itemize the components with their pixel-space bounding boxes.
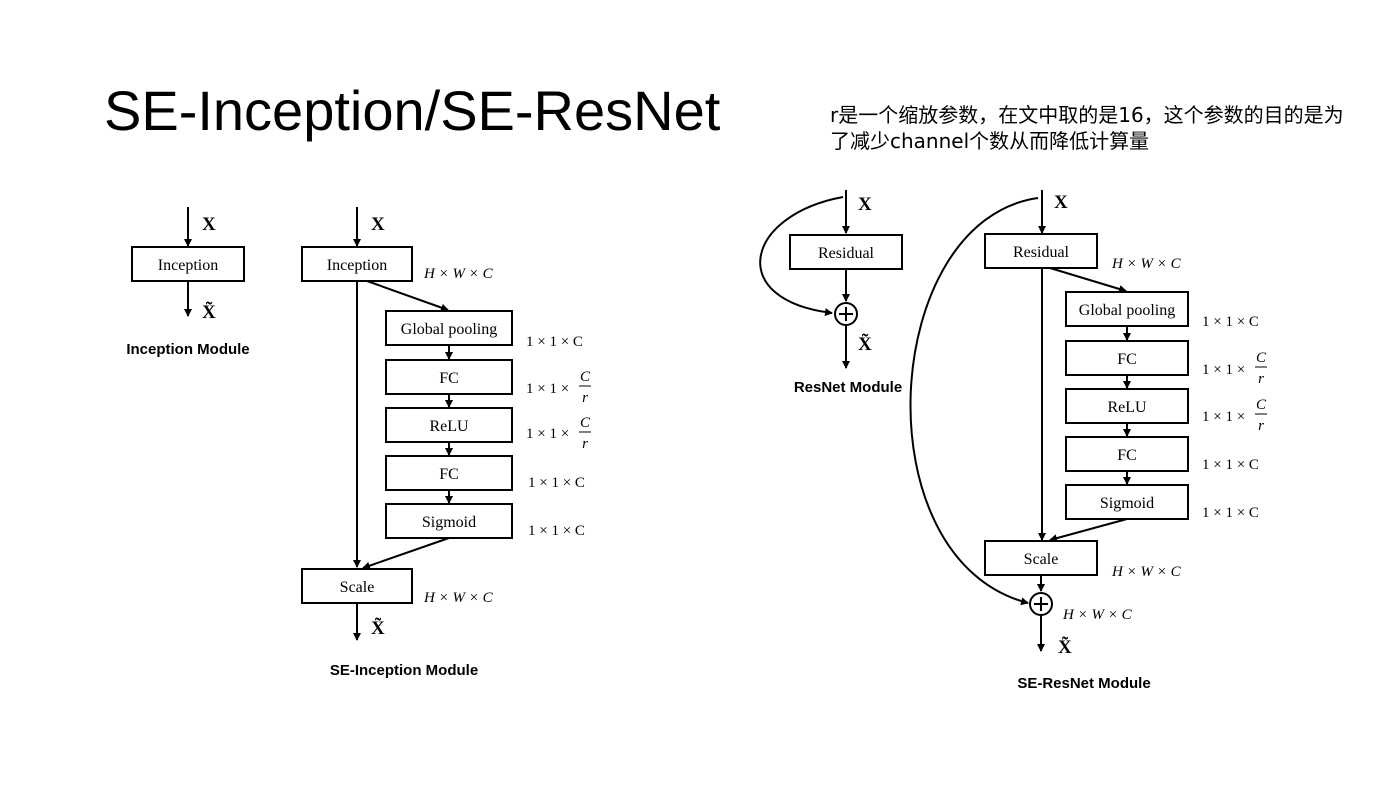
dim-prefix: 1 × 1 × <box>526 381 569 397</box>
fc-label: FC <box>1117 351 1137 368</box>
output-symbol: X̃ <box>202 302 216 323</box>
se-inception-module: X Inception H × W × C Global pooling 1 ×… <box>301 207 591 679</box>
dim-1x1xc: 1 × 1 × C <box>526 334 583 350</box>
global-pooling-box <box>385 310 513 346</box>
dim-hwc: H × W × C <box>1111 564 1182 580</box>
residual-label: Residual <box>818 245 875 262</box>
skip-connection <box>759 196 844 317</box>
residual-label: Residual <box>1013 244 1070 261</box>
dim-frac-den: r <box>582 436 588 452</box>
residual-box <box>789 234 903 270</box>
dim-1x1xc: 1 × 1 × C <box>528 523 585 539</box>
dim-frac-num: C <box>580 369 591 385</box>
branch-arrow <box>366 280 449 312</box>
dim-frac-num: C <box>1256 397 1267 413</box>
dim-prefix: 1 × 1 × <box>1202 362 1245 378</box>
residual-box <box>984 233 1098 269</box>
slide-note: r是一个缩放参数，在文中取的是16，这个参数的目的是为了减少channel个数从… <box>830 103 1344 153</box>
dim-hwc: H × W × C <box>423 590 494 606</box>
output-symbol: X̃ <box>858 334 872 355</box>
relu-label: ReLU <box>1107 399 1147 416</box>
resnet-caption: ResNet Module <box>794 379 902 396</box>
input-symbol: X <box>202 214 216 235</box>
sigmoid-box <box>1065 484 1189 520</box>
sigmoid-label: Sigmoid <box>422 514 476 531</box>
global-pooling-label: Global pooling <box>1079 302 1175 319</box>
dim-1x1xc: 1 × 1 × C <box>1202 457 1259 473</box>
dim-frac-den: r <box>1258 418 1264 434</box>
relu-label: ReLU <box>429 418 469 435</box>
scale-label: Scale <box>340 579 375 596</box>
scale-input-arrow <box>1049 518 1128 543</box>
sigmoid-box <box>385 503 513 539</box>
fc-box <box>1065 436 1189 472</box>
dim-1x1xc: 1 × 1 × C <box>1202 314 1259 330</box>
inception-module: X Inception X̃ Inception Module <box>126 207 250 358</box>
branch-arrow <box>1049 267 1127 293</box>
scale-label: Scale <box>1024 551 1059 568</box>
inception-label: Inception <box>327 257 387 274</box>
dim-frac-den: r <box>1258 371 1264 387</box>
dim-frac-den: r <box>582 390 588 406</box>
se-resnet-caption: SE-ResNet Module <box>1017 675 1150 692</box>
sigmoid-label: Sigmoid <box>1100 495 1154 512</box>
dim-hwc: H × W × C <box>423 266 494 282</box>
inception-label: Inception <box>158 257 218 274</box>
input-symbol: X <box>858 194 872 215</box>
dim-frac-num: C <box>1256 350 1267 366</box>
inception-caption: Inception Module <box>126 341 249 358</box>
scale-input-arrow <box>362 537 450 570</box>
slide-title: SE-Inception/SE-ResNet <box>104 79 721 142</box>
dim-1x1xc: 1 × 1 × C <box>1202 505 1259 521</box>
global-pooling-box <box>1065 291 1189 327</box>
fc-box <box>385 455 513 491</box>
add-icon <box>1029 592 1053 616</box>
se-resnet-module: X Residual H × W × C Global pooling 1 × … <box>909 190 1267 692</box>
global-pooling-label: Global pooling <box>401 321 497 338</box>
dim-1x1xc: 1 × 1 × C <box>528 475 585 491</box>
skip-connection <box>909 197 1039 606</box>
relu-box <box>385 407 513 443</box>
add-icon <box>834 302 858 326</box>
output-symbol: X̃ <box>371 618 385 639</box>
resnet-module: X Residual X̃ ResNet Module <box>759 190 903 396</box>
output-symbol: X̃ <box>1058 637 1072 658</box>
fc-label: FC <box>439 370 459 387</box>
dim-frac-num: C <box>580 415 591 431</box>
fc-box <box>1065 340 1189 376</box>
input-symbol: X <box>1054 192 1068 213</box>
fc-box <box>385 359 513 395</box>
inception-box <box>131 246 245 282</box>
dim-prefix: 1 × 1 × <box>1202 409 1245 425</box>
dim-hwc: H × W × C <box>1062 607 1133 623</box>
dim-hwc: H × W × C <box>1111 256 1182 272</box>
se-inception-caption: SE-Inception Module <box>330 662 478 679</box>
dim-prefix: 1 × 1 × <box>526 426 569 442</box>
fc-label: FC <box>1117 447 1137 464</box>
fc-label: FC <box>439 466 459 483</box>
inception-box <box>301 246 413 282</box>
input-symbol: X <box>371 214 385 235</box>
